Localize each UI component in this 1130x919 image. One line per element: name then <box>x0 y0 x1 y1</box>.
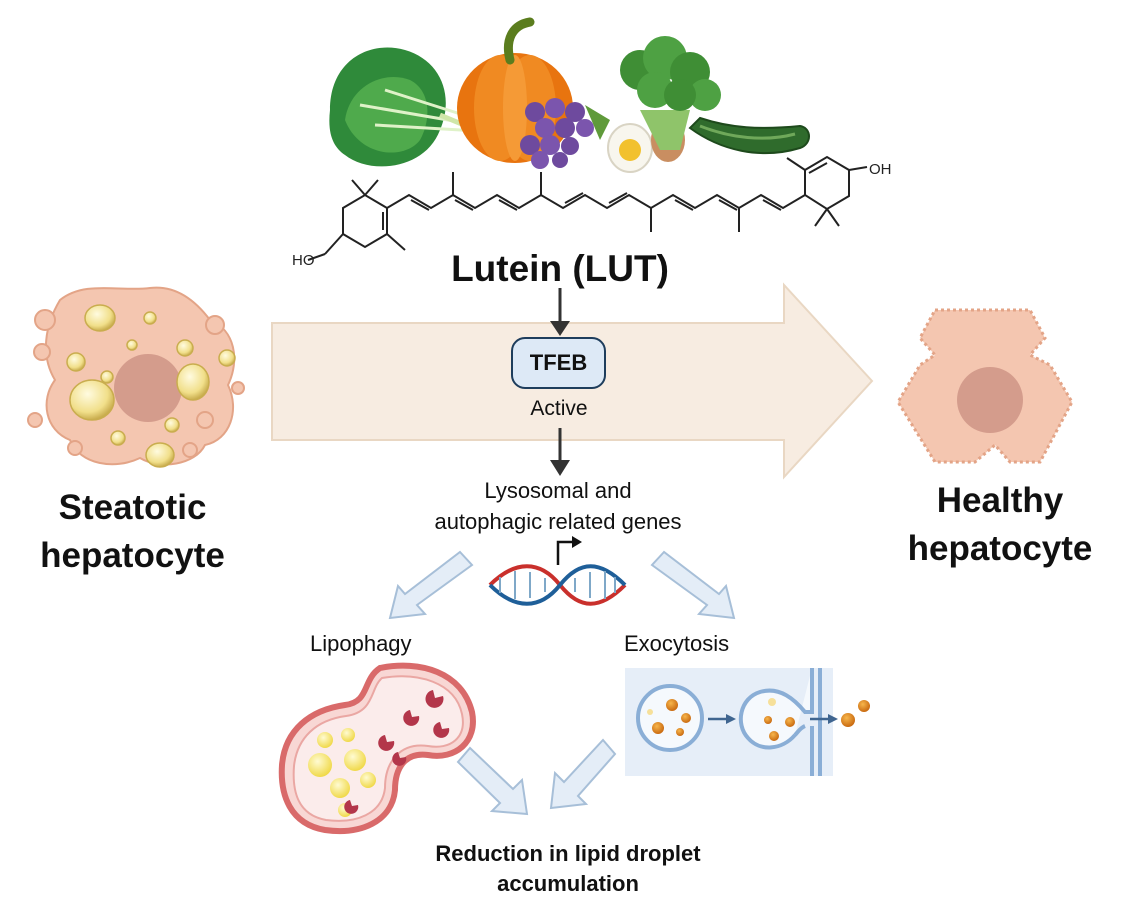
to-exocytosis-arrow <box>650 550 736 620</box>
lipophagy-label: Lipophagy <box>310 631 412 656</box>
genes-label-line2: autophagic related genes <box>434 509 682 534</box>
exocytosis-illustration <box>625 668 870 776</box>
genes-label-line1: Lysosomal and <box>484 478 632 503</box>
steatotic-label-line1: Steatotic <box>58 488 207 527</box>
tfeb-to-genes-arrow <box>550 428 570 476</box>
tfeb-label: TFEB <box>529 350 588 375</box>
dna-icon <box>488 564 627 606</box>
healthy-hepatocyte <box>896 308 1074 464</box>
lipophagy-to-outcome-arrow <box>456 746 529 816</box>
exocytosis-label: Exocytosis <box>624 631 730 656</box>
transcription-start-icon <box>556 536 582 565</box>
broccoli-icon <box>620 36 721 150</box>
tfeb-box: TFEB <box>511 337 606 389</box>
outcome-label-line2: accumulation <box>497 871 639 896</box>
lutein-title: Lutein (LUT) <box>451 248 669 289</box>
to-lipophagy-arrow <box>388 550 474 620</box>
tfeb-state-label: Active <box>530 397 588 420</box>
healthy-label-line1: Healthy <box>936 481 1064 520</box>
steatotic-label-line2: hepatocyte <box>40 536 225 575</box>
oh-label: OH <box>869 161 892 178</box>
zucchini-icon <box>688 116 810 155</box>
lutein-structure <box>307 155 868 261</box>
kale-icon <box>329 47 501 167</box>
grapes-icon <box>520 98 610 169</box>
lut-to-tfeb-arrow <box>550 288 570 336</box>
ho-label: HO <box>292 252 315 269</box>
exocytosis-to-outcome-arrow <box>549 738 617 810</box>
outcome-label-line1: Reduction in lipid droplet <box>435 841 701 866</box>
autolysosome-illustration <box>278 662 476 834</box>
healthy-label-line2: hepatocyte <box>907 529 1093 568</box>
steatotic-hepatocyte <box>27 286 245 468</box>
